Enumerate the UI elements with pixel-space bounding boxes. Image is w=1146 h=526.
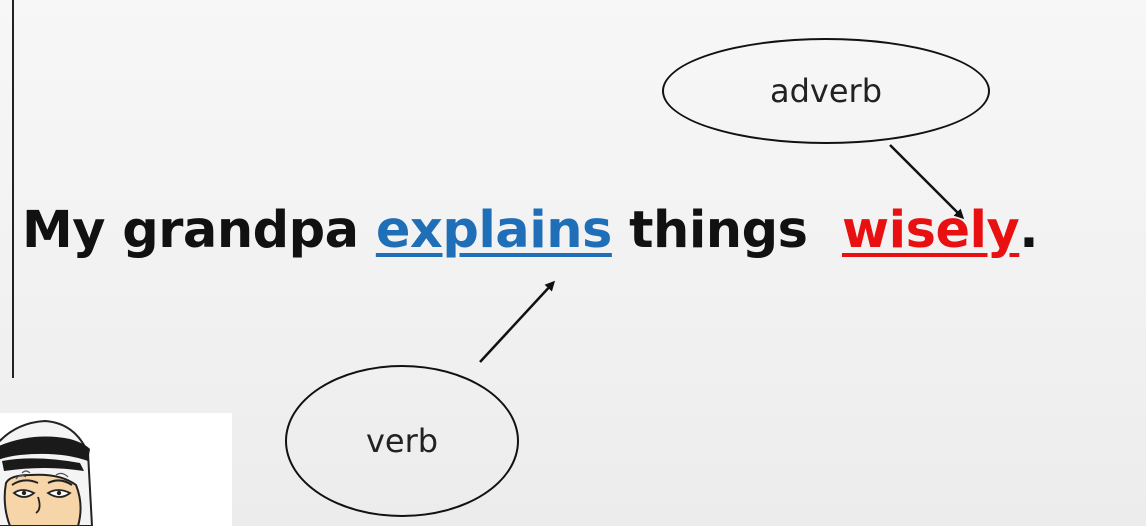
verb-bubble: verb [285, 365, 519, 517]
sentence-adverb: wisely [842, 201, 1020, 260]
grandpa-cartoon-icon [0, 419, 94, 526]
adverb-bubble: adverb [662, 38, 990, 144]
verb-bubble-label: verb [365, 422, 439, 460]
sentence-subject: My grandpa [22, 201, 359, 260]
adverb-bubble-label: adverb [769, 72, 882, 110]
grandpa-illustration [0, 413, 232, 526]
example-sentence: My grandpa explains things wisely. [22, 196, 1039, 266]
left-divider [12, 0, 14, 378]
sentence-object: things [629, 201, 808, 260]
sentence-period: . [1019, 201, 1039, 260]
sentence-verb: explains [375, 201, 613, 260]
verb-arrow [479, 280, 556, 363]
